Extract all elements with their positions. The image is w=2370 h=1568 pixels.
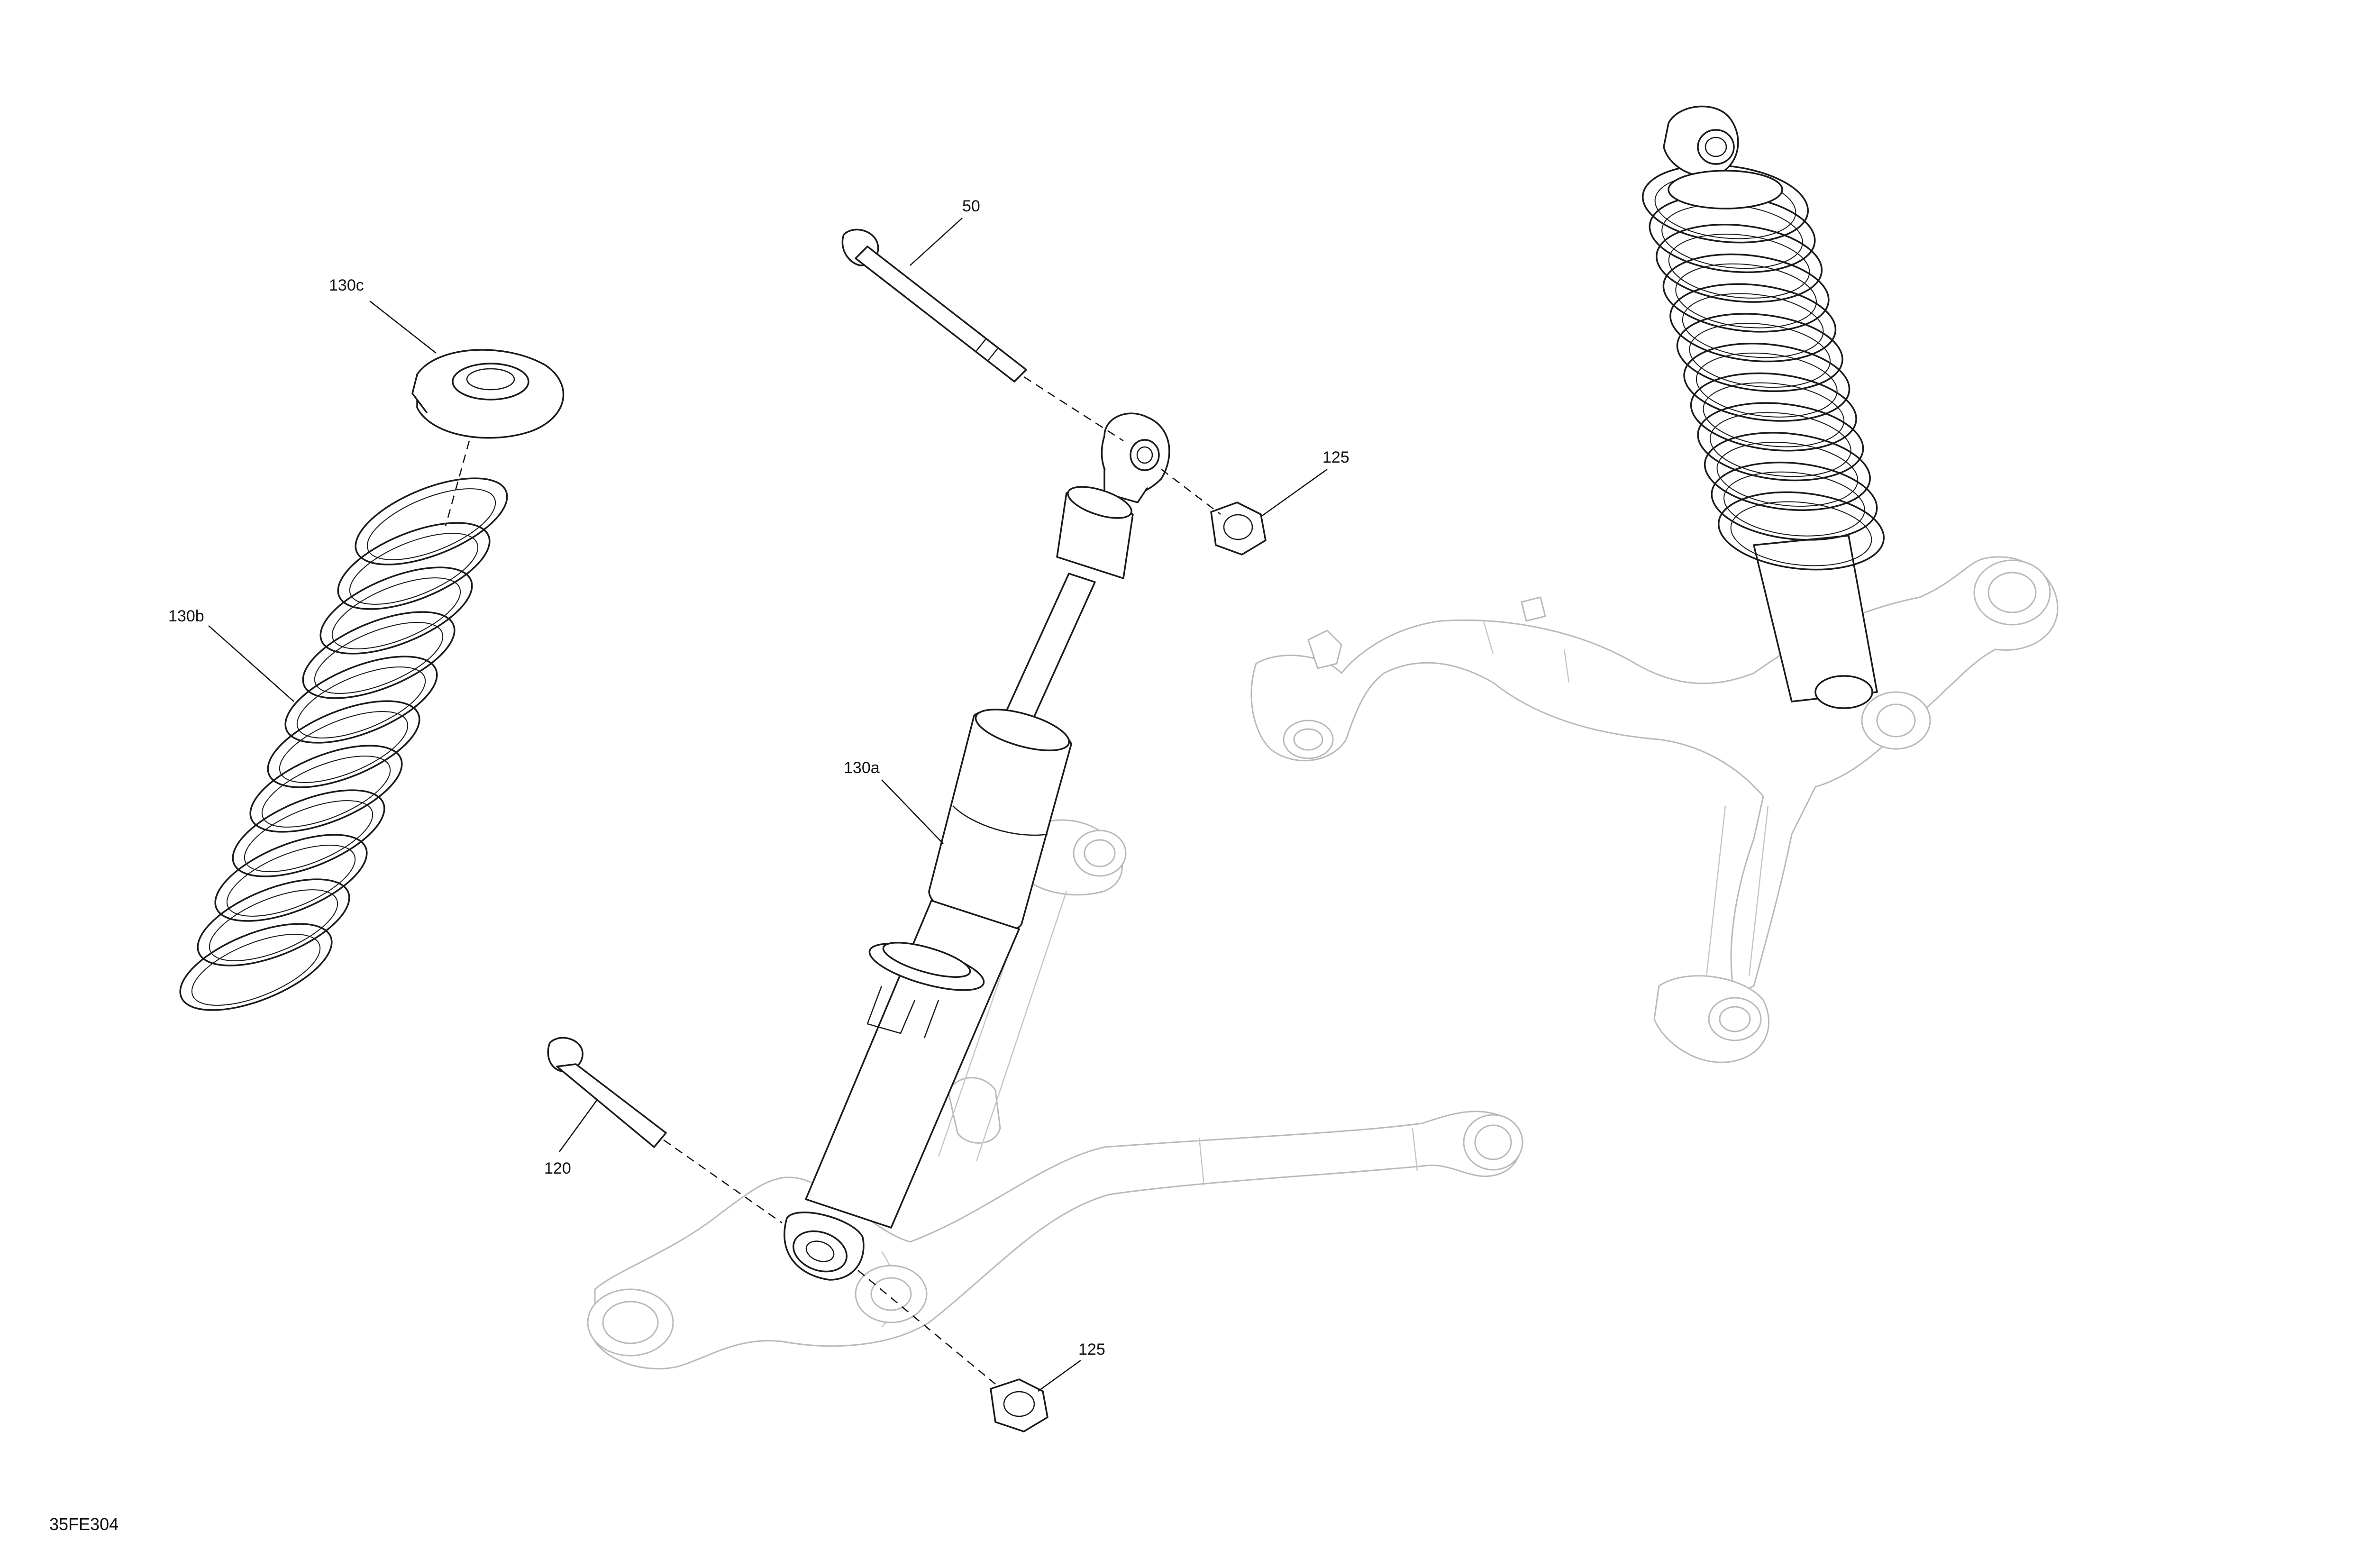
spring-coil [267,700,420,788]
nut-125-lower [990,1378,1048,1432]
spring-coil [1690,372,1857,452]
shock-absorber [784,412,1170,1281]
spring-coil-inner [244,800,374,872]
spring-coil-inner [366,488,496,560]
callout-50: 50 [962,197,980,215]
spring-coil-inner [314,622,444,694]
spring-coil-inner [349,533,479,605]
spring-coil [302,611,456,699]
callout-125-lower: 125 [1078,1340,1105,1358]
assembled-suspension [1250,105,2059,1063]
spring-coil-inner [191,934,321,1006]
spring-coil [1676,313,1843,392]
spring-coil [355,477,508,565]
spring-coil-inner [226,845,356,917]
spring-coil-inner [1730,501,1872,566]
leader-130a [881,779,944,844]
spring-coil-inner [331,577,461,649]
spring-coil [1704,432,1871,511]
spring-coil [337,522,491,610]
assembly-axes [445,376,1221,1385]
callout-130b: 130b [168,607,204,625]
figure-code: 35FE304 [49,1514,119,1534]
leader-50 [910,218,963,266]
spring-coil-inner [279,711,409,783]
spring-coil [1718,491,1885,571]
spring-coil-inner [209,889,338,961]
spring-coil [1662,253,1830,333]
spring-coil-inner [261,756,391,828]
spring-coil [1711,461,1878,541]
spring-coil [284,656,438,744]
spring-retainer [411,349,565,439]
lower-a-arm-exploded [587,819,1523,1370]
spring-coil [179,923,333,1011]
leader-130c [369,301,437,354]
spring-coil [319,566,473,655]
leader-125b [1038,1359,1081,1392]
spring-coil [249,745,403,833]
bolt-120 [547,1037,667,1148]
leader-130b [208,625,294,702]
callout-130a: 130a [844,759,880,777]
spring-coil [1697,402,1864,482]
spring-coil [214,834,368,922]
spring-coil [1683,342,1850,422]
leader-lines [208,218,1328,1392]
spring-coil [197,878,350,966]
callout-125: 125 [1322,448,1349,466]
spring-coil [232,789,385,877]
leader-125a [1260,468,1328,518]
spring-coil [1669,283,1837,363]
nut-125-upper [1210,501,1267,556]
leader-120 [558,1099,598,1152]
spring-coil-inner [296,666,426,738]
coil-spring [179,477,508,1011]
bolt-50 [841,228,1027,383]
callout-120: 120 [544,1159,571,1177]
spring-coil [1656,224,1823,303]
callout-130c: 130c [329,276,364,294]
